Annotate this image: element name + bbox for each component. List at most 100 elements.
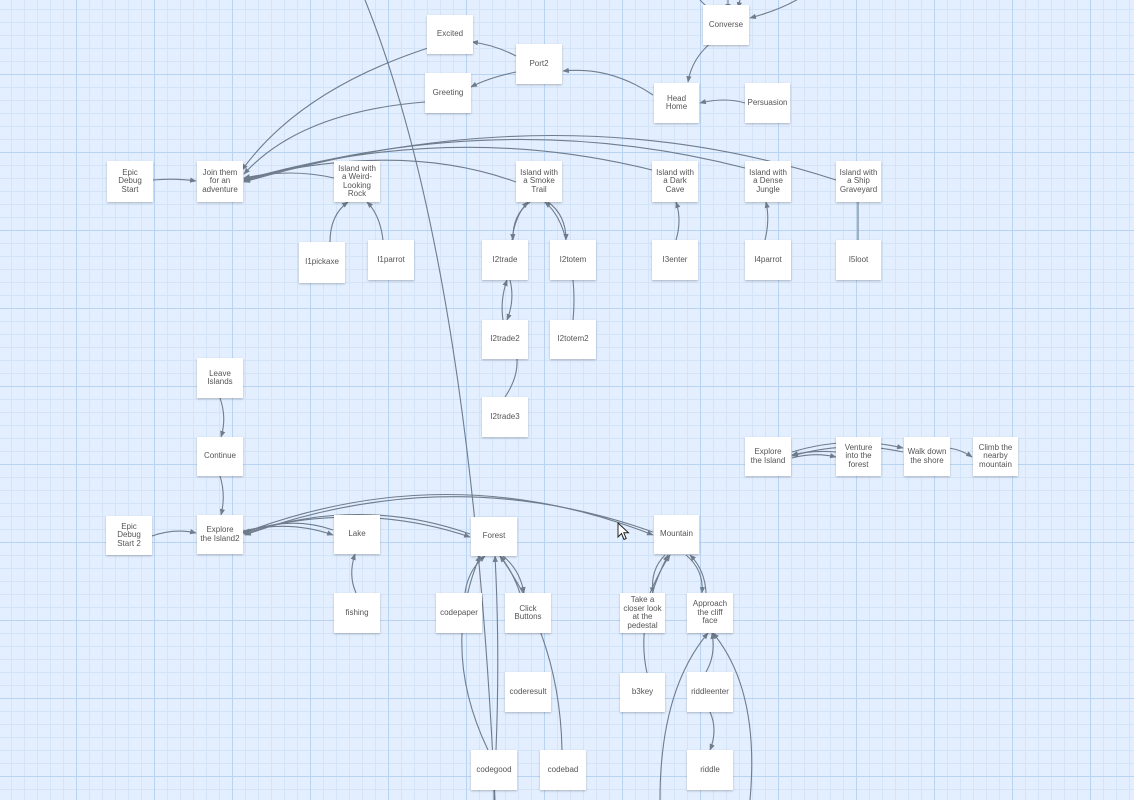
node-label: I3enter [662,254,688,264]
node-label: I2trade2 [490,334,520,344]
edge-smoke-i2trade [510,201,531,241]
edge-smoke-i2totem [547,201,569,241]
edge-mountain-approach [685,554,706,594]
node-label: codebad [547,764,579,774]
node-label: Climb the nearby mountain [978,442,1013,469]
node-epic-debug-start-2[interactable]: Epic Debug Start 2 [106,516,152,555]
node-coderesult[interactable]: coderesult [505,672,551,712]
node-label: Epic Debug Start 2 [117,521,141,548]
node-click-buttons[interactable]: Click Buttons [505,593,551,633]
node-i2totem[interactable]: I2totem [550,240,596,280]
node-walk-shore[interactable]: Walk down the shore [904,437,950,476]
node-i2totem2[interactable]: I2totem2 [550,320,596,359]
node-label: fishing [345,607,369,617]
node-converse[interactable]: Converse [703,5,749,45]
edge-codebad-forest [499,555,563,751]
node-island-ship-graveyard[interactable]: Island with a Ship Graveyard [836,161,881,202]
node-label: Continue [203,451,237,461]
node-label: Island with a Ship Graveyard [839,167,878,194]
node-label: riddle [700,764,720,774]
node-greeting[interactable]: Greeting [425,73,471,113]
node-explore-the-island[interactable]: Explore the Island [745,437,791,476]
node-island-weird-rock[interactable]: Island with a Weird-Looking Rock [334,161,380,202]
edge-i2trade-i2trade2 [506,279,513,321]
edge-parrot-weird [366,201,384,241]
edge-long-diagonal [364,0,496,800]
node-label: Epic Debug Start [118,167,142,194]
node-label: Explore the Island2 [200,525,240,543]
node-i4parrot[interactable]: I4parrot [745,240,791,280]
node-label: Click Buttons [514,603,542,621]
node-label: Converse [708,19,744,29]
edge-mountain-take [649,554,666,594]
node-label: I4parrot [754,254,782,264]
edge-cave-join [243,146,653,181]
node-approach-cliff[interactable]: Approach the cliff face [687,593,733,633]
edge-i2trade3-i2trade2 [504,358,518,398]
node-codebad[interactable]: codebad [540,750,586,790]
node-i1pickaxe[interactable]: I1pickaxe [299,242,345,283]
edge-epic-join [152,177,197,183]
edge-persuasion-headhome [699,99,746,105]
node-forest[interactable]: Forest [471,517,517,556]
node-codegood[interactable]: codegood [471,750,517,790]
mouse-pointer-icon [617,522,630,541]
node-persuasion[interactable]: Persuasion [745,83,790,123]
node-join-them[interactable]: Join them for an adventure [197,161,243,202]
edge-continue-explore2 [219,475,226,516]
node-label: coderesult [509,686,547,696]
node-take-closer-look[interactable]: Take a closer look at the pedestal [620,593,665,633]
edge-weird-join [243,172,335,180]
edge-bottom-approach-1 [659,632,709,800]
node-label: Walk down the shore [907,447,947,465]
node-island-dark-cave[interactable]: Island with a Dark Cave [652,161,698,202]
node-label: Join them for an adventure [202,167,238,194]
node-explore-the-island2[interactable]: Explore the Island2 [197,515,243,554]
node-island-dense-jungle[interactable]: Island with a Dense Jungle [745,161,791,202]
node-continue[interactable]: Continue [197,437,243,476]
node-island-smoke-trail[interactable]: Island with a Smoke Trail [516,161,562,202]
node-venture-forest[interactable]: Venture into the forest [836,437,881,476]
edge-riddleenter-riddle [709,711,715,751]
edge-jungle-join [243,138,746,182]
edge-walk-climb [948,447,973,458]
edge-codegood-forest-2 [492,555,499,751]
node-leave-islands[interactable]: Leave Islands [197,358,243,398]
node-i1parrot[interactable]: I1parrot [368,240,414,280]
node-epic-debug-start[interactable]: Epic Debug Start [107,161,153,202]
node-label: Island with a Dense Jungle [749,167,787,194]
node-label: Explore the Island [750,447,786,465]
node-excited[interactable]: Excited [427,15,473,54]
node-i3enter[interactable]: I3enter [652,240,698,280]
edge-codegood-forest [461,555,489,751]
node-i2trade2[interactable]: I2trade2 [482,320,528,359]
node-label: Island with a Smoke Trail [520,167,558,194]
node-port2[interactable]: Port2 [516,44,562,84]
edge-top-4 [749,0,798,20]
node-lake[interactable]: Lake [334,515,380,554]
node-i2trade[interactable]: I2trade [482,240,528,280]
node-climb-mountain[interactable]: Climb the nearby mountain [973,437,1018,476]
edge-epic2-explore2 [151,529,197,537]
node-i5loot[interactable]: I5loot [836,240,881,280]
node-riddle[interactable]: riddle [687,750,733,790]
node-label: Port2 [529,58,549,68]
node-mountain[interactable]: Mountain [654,515,699,554]
node-head-home[interactable]: Head Home [654,83,699,123]
edge-codepaper-forest [464,555,486,594]
node-label: Persuasion [747,97,788,107]
edge-port2-excited [471,40,517,57]
edge-i2trade-smoke-a [511,201,529,241]
node-label: I1parrot [377,254,405,264]
edge-explore2-mountain [242,493,654,536]
edge-excited-join [241,47,429,171]
node-label: riddleenter [691,686,729,696]
node-riddleenter[interactable]: riddleenter [687,672,733,712]
node-fishing[interactable]: fishing [334,593,380,633]
node-codepaper[interactable]: codepaper [436,593,482,633]
edge-bottom-approach-2 [712,632,753,800]
node-b3key[interactable]: b3key [620,673,665,712]
node-i2trade3[interactable]: I2trade3 [482,397,528,437]
